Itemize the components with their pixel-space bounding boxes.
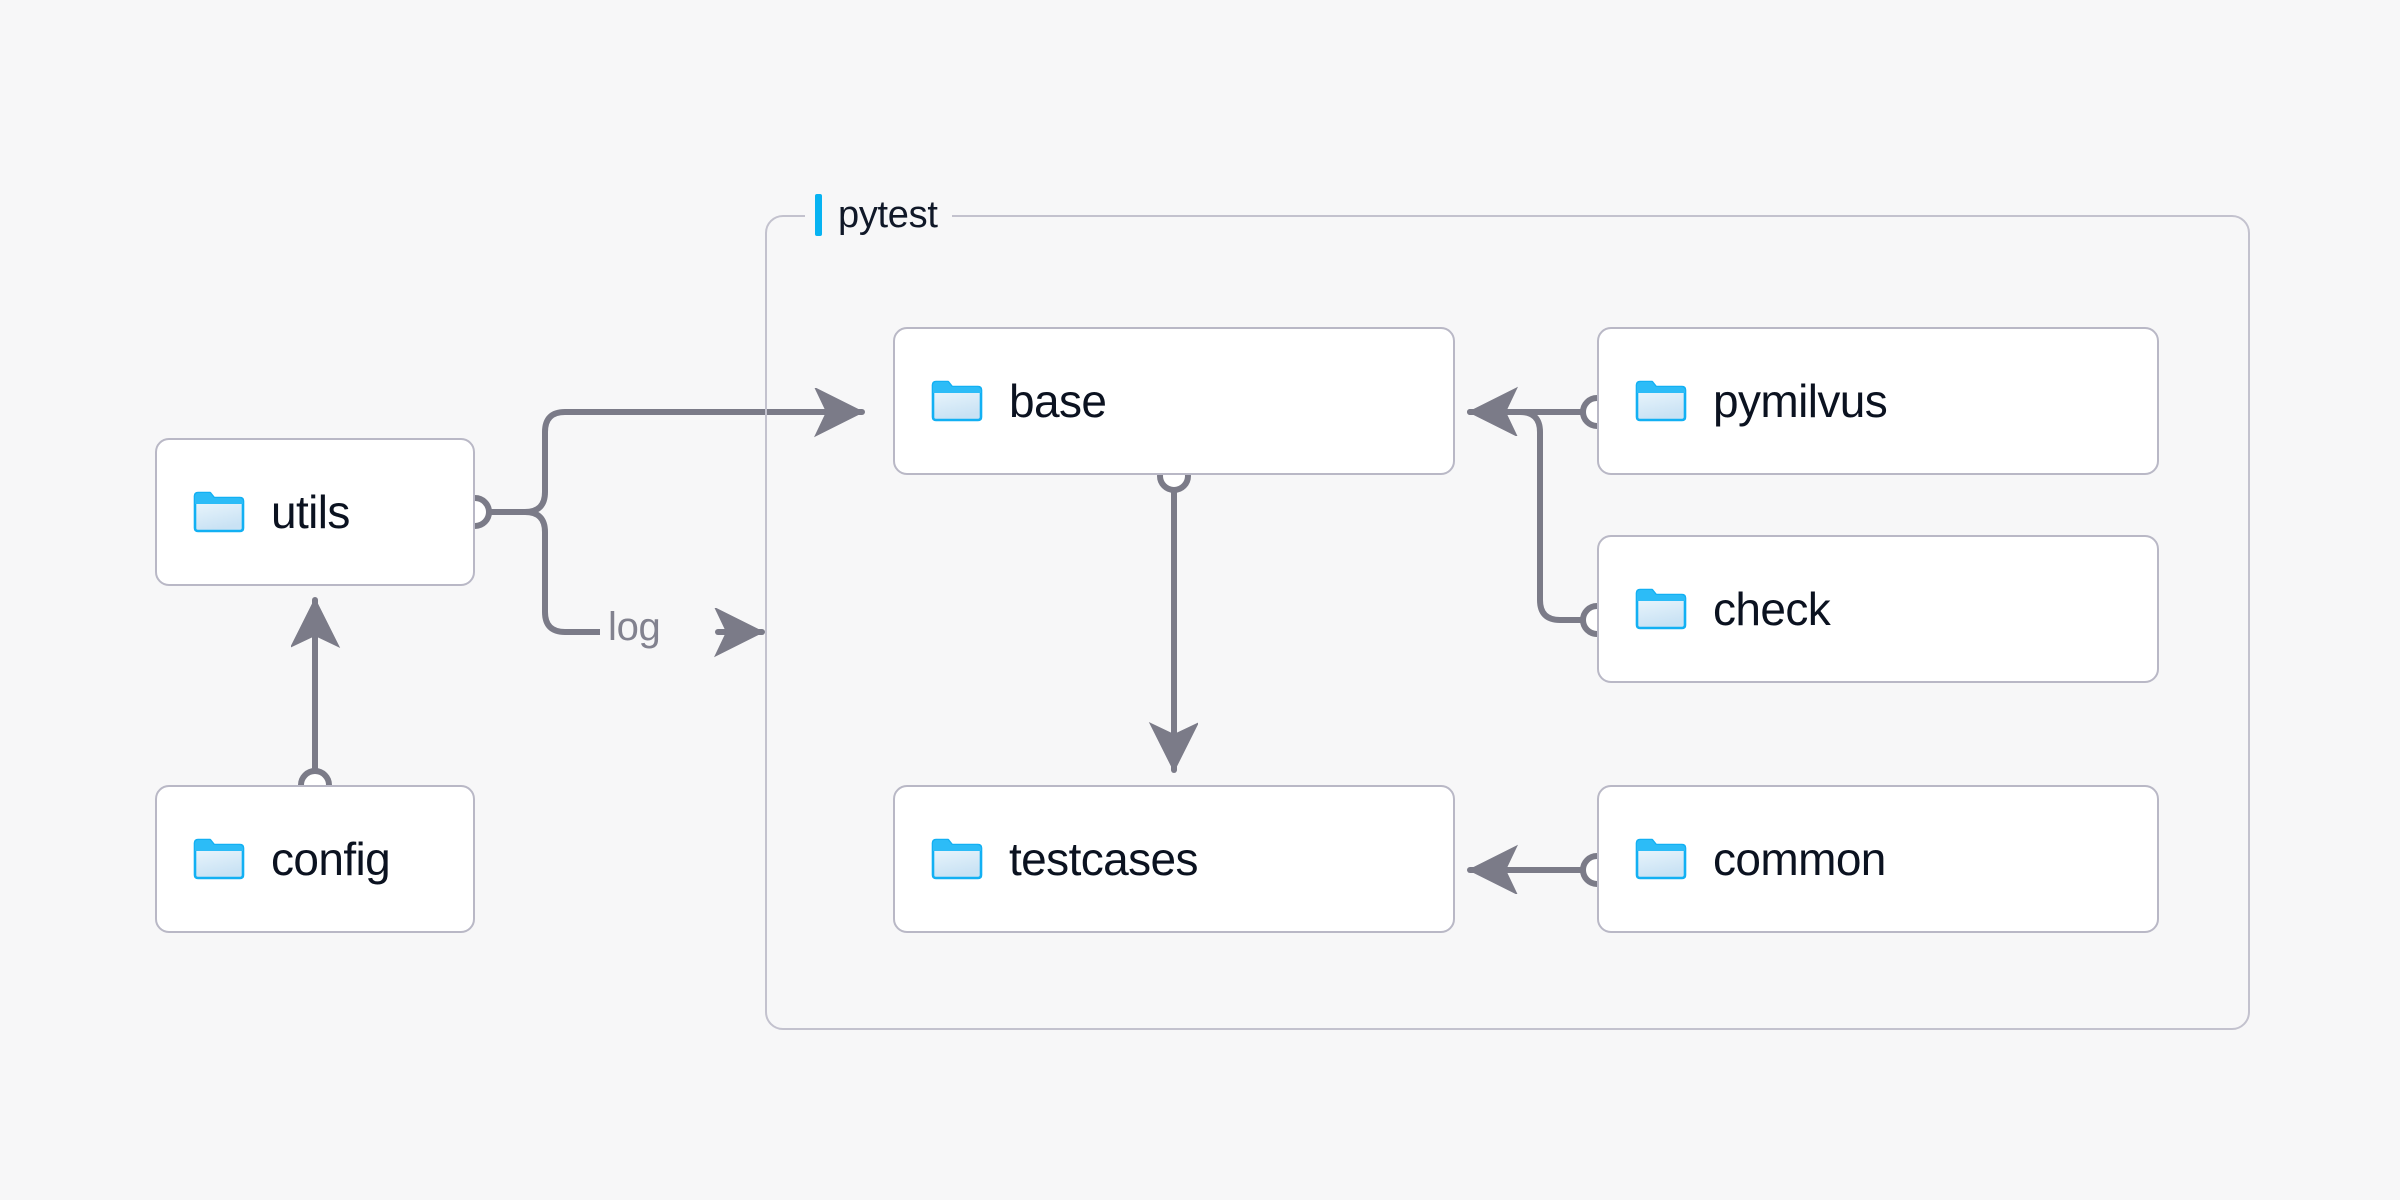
node-utils[interactable]: utils	[155, 438, 475, 586]
node-label-check: check	[1713, 583, 1831, 635]
folder-icon	[1635, 380, 1687, 422]
folder-icon	[193, 838, 245, 880]
group-title: pytest	[838, 194, 938, 236]
pytest-group-label: pytest	[805, 192, 952, 238]
node-check[interactable]: check	[1597, 535, 2159, 683]
node-common[interactable]: common	[1597, 785, 2159, 933]
group-accent-bar	[815, 194, 822, 236]
pytest-group-container	[765, 215, 2250, 1030]
edge-label-log: log	[600, 605, 669, 650]
folder-icon	[193, 491, 245, 533]
node-label-testcases: testcases	[1009, 833, 1199, 885]
node-label-config: config	[271, 833, 391, 885]
node-config[interactable]: config	[155, 785, 475, 933]
folder-icon	[1635, 588, 1687, 630]
folder-icon	[1635, 838, 1687, 880]
folder-icon	[931, 838, 983, 880]
node-pymilvus[interactable]: pymilvus	[1597, 327, 2159, 475]
node-label-utils: utils	[271, 486, 350, 538]
wire-utils-to-log	[522, 509, 603, 635]
node-label-pymilvus: pymilvus	[1713, 375, 1888, 427]
folder-icon	[931, 380, 983, 422]
node-label-base: base	[1009, 375, 1107, 427]
node-label-common: common	[1713, 833, 1886, 885]
node-testcases[interactable]: testcases	[893, 785, 1455, 933]
node-base[interactable]: base	[893, 327, 1455, 475]
